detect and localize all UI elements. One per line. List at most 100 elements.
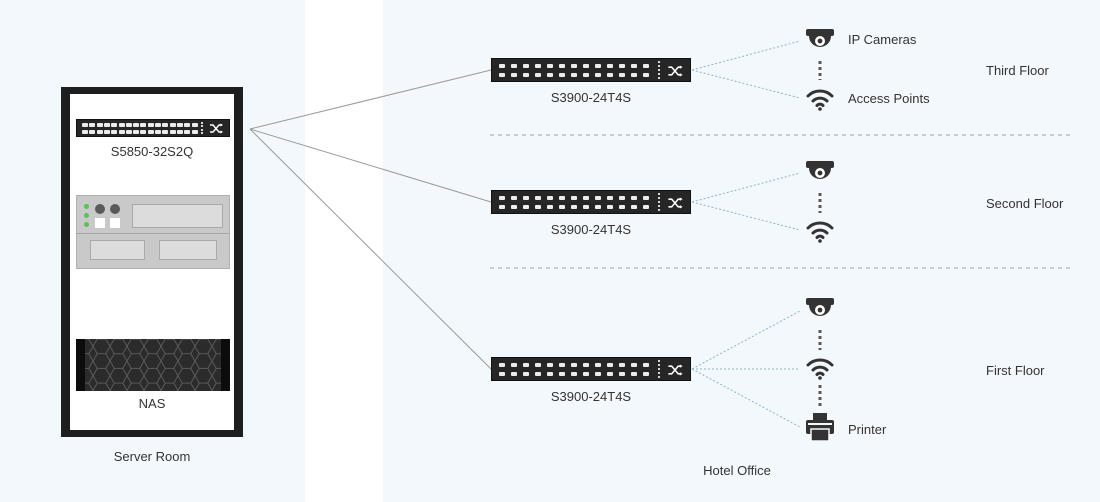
switch-port [111,130,118,134]
wifi-icon [806,89,834,111]
link-third-camera [691,40,801,71]
switch-port [583,196,589,200]
switch-port [583,363,589,367]
switch-port [499,64,505,68]
server-drive-bay [90,240,145,260]
shuffle-icon [668,65,683,77]
switch-port [619,64,625,68]
switch-port [535,205,541,209]
camera-icon [806,298,834,316]
shuffle-icon [210,123,223,134]
switch-port [559,205,565,209]
switch-port [82,123,88,127]
switch-port [499,372,505,376]
switch-port [511,73,517,77]
switch-port [89,123,96,127]
switch-port [559,363,565,367]
switch-port [96,130,103,134]
switch-port [535,196,541,200]
access-switch-label-first: S3900-24T4S [550,389,632,404]
switch-port [535,73,541,77]
switch-port [559,372,565,376]
server-knob [110,204,120,214]
access-switch-second-floor [491,190,691,214]
switch-port [547,372,553,376]
switch-port [147,130,154,134]
shuffle-icon [668,364,683,376]
switch-port [619,363,625,367]
link-first-printer [691,368,801,428]
switch-port [607,363,613,367]
switch-port [523,372,529,376]
switch-port [191,123,198,127]
switch-port [184,130,191,134]
switch-port [547,363,553,367]
switch-port [511,363,517,367]
link-third-ap [691,69,801,99]
switch-port [559,196,565,200]
uplink-second-floor [249,128,492,203]
camera-icon [806,29,834,47]
switch-port [169,130,176,134]
link-first-camera [691,310,801,370]
floor-label-third: Third Floor [986,63,1049,78]
switch-port [191,130,198,134]
switch-port [535,372,541,376]
switch-port [559,64,565,68]
switch-port [631,196,637,200]
core-switch-label: S5850-32S2Q [110,144,194,159]
switch-port [607,196,613,200]
switch-port [631,73,637,77]
switch-port [631,372,637,376]
switch-port [643,205,649,209]
switch-port [643,64,649,68]
switch-port [583,372,589,376]
switch-port [103,123,110,127]
switch-port [511,196,517,200]
switch-port [499,363,505,367]
printer-icon [806,413,834,442]
switch-port [631,205,637,209]
switch-port [499,205,505,209]
switch-port [571,73,577,77]
switch-port [162,123,169,127]
switch-port [133,123,140,127]
nas-label: NAS [138,396,166,411]
switch-port [643,372,649,376]
switch-port [571,372,577,376]
switch-port [511,205,517,209]
uplink-first-floor [249,128,492,370]
switch-port [155,130,161,134]
link-second-ap [691,201,801,231]
switch-port [169,123,176,127]
switch-port [511,372,517,376]
switch-port [595,73,601,77]
switch-port [595,196,601,200]
switch-port [140,130,147,134]
switch-port [184,123,191,127]
switch-port [607,372,613,376]
switch-port [547,196,553,200]
server-knob [95,204,105,214]
switch-port [595,64,601,68]
access-switch-first-floor [491,357,691,381]
switch-port [547,73,553,77]
switch-port [583,73,589,77]
access-points-label: Access Points [848,91,930,106]
switch-port [118,130,125,134]
switch-port [499,73,505,77]
switch-port [523,363,529,367]
printer-label: Printer [848,422,887,437]
switch-port [111,123,118,127]
floor-label-second: Second Floor [986,196,1064,211]
server [76,195,230,269]
wifi-icon [806,358,834,380]
shuffle-icon [668,197,683,209]
switch-port [559,73,565,77]
nas-device [76,339,230,391]
switch-port [631,64,637,68]
access-switch-label-second: S3900-24T4S [550,222,632,237]
switch-port [89,130,96,134]
switch-port [511,64,517,68]
